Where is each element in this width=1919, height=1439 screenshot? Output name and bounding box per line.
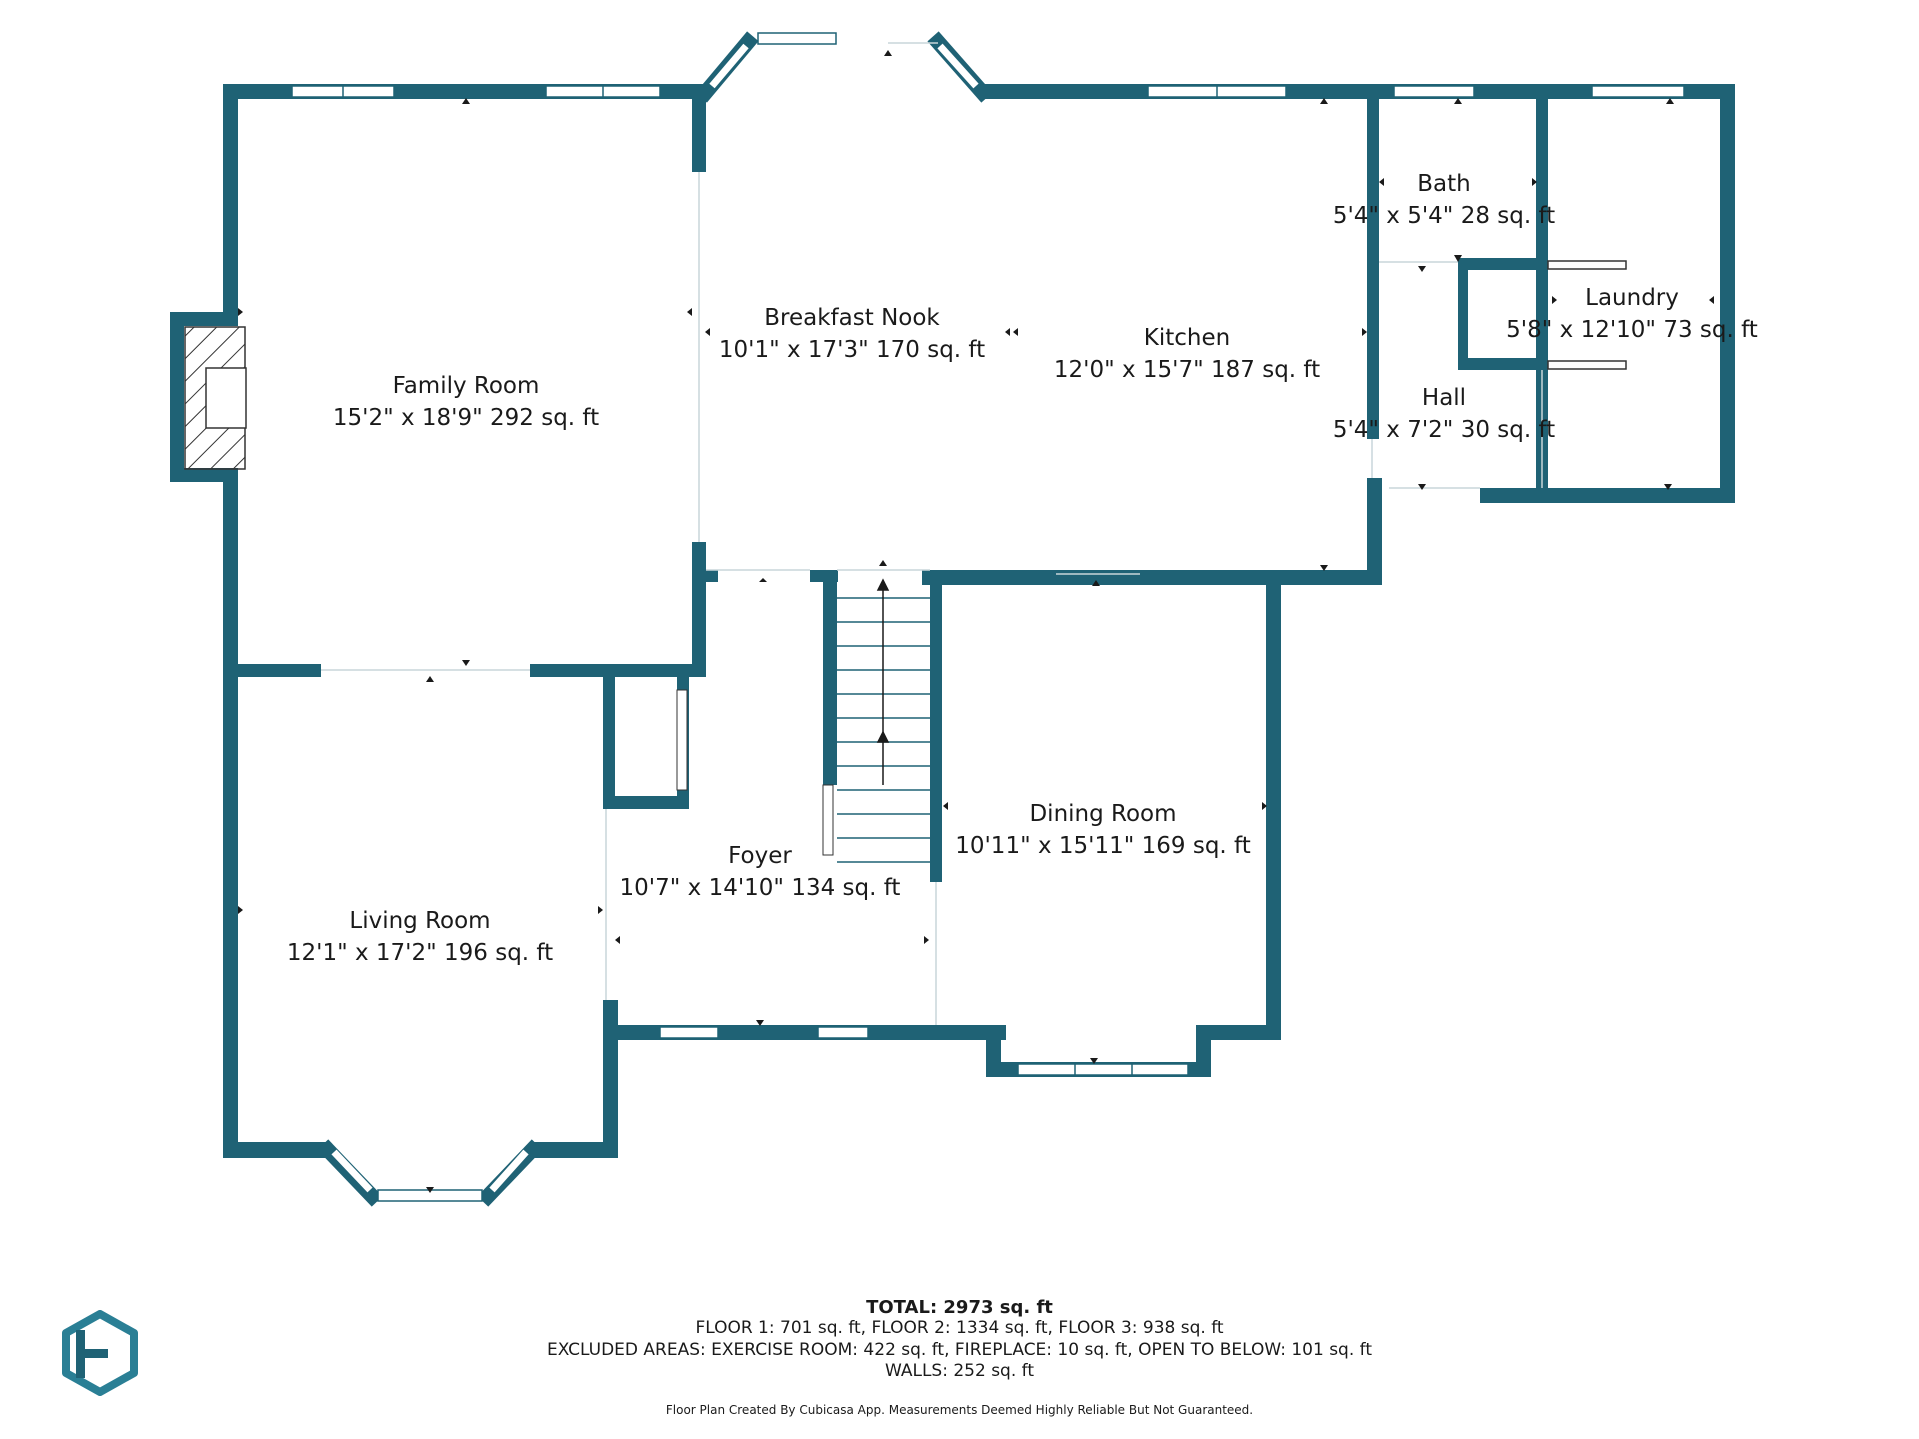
room-kitchen: Kitchen 12'0" x 15'7" 187 sq. ft	[1054, 325, 1320, 383]
room-breakfast-dims: 10'1" x 17'3" 170 sq. ft	[719, 337, 985, 363]
area-summary: TOTAL: 2973 sq. ft FLOOR 1: 701 sq. ft, …	[0, 1297, 1919, 1417]
room-breakfast-name: Breakfast Nook	[764, 305, 940, 331]
room-bath-dims: 5'4" x 5'4" 28 sq. ft	[1333, 203, 1555, 229]
room-laundry-dims: 5'8" x 12'10" 73 sq. ft	[1506, 317, 1758, 343]
room-family-name: Family Room	[393, 373, 540, 399]
windows	[291, 32, 1685, 1202]
room-living-dims: 12'1" x 17'2" 196 sq. ft	[287, 940, 553, 966]
closet-shelf	[676, 689, 688, 791]
window-sashes	[331, 43, 979, 1193]
room-living-name: Living Room	[349, 908, 490, 934]
dimension-ticks	[238, 50, 1714, 1193]
room-living: Living Room 12'1" x 17'2" 196 sq. ft	[287, 908, 553, 966]
open-boundaries	[321, 42, 1543, 1025]
laundry-door-panels	[1547, 260, 1627, 370]
room-laundry: Laundry 5'8" x 12'10" 73 sq. ft	[1506, 285, 1758, 343]
excluded-areas: EXCLUDED AREAS: EXERCISE ROOM: 422 sq. f…	[547, 1339, 1372, 1360]
room-dining-dims: 10'11" x 15'11" 169 sq. ft	[955, 833, 1251, 859]
bay-walls	[317, 31, 993, 1207]
room-hall-dims: 5'4" x 7'2" 30 sq. ft	[1333, 417, 1555, 443]
total-area: TOTAL: 2973 sq. ft	[866, 1297, 1053, 1318]
room-hall-name: Hall	[1422, 385, 1466, 411]
floor-areas: FLOOR 1: 701 sq. ft, FLOOR 2: 1334 sq. f…	[695, 1318, 1224, 1338]
stair-rail	[822, 784, 834, 856]
room-laundry-name: Laundry	[1585, 285, 1679, 311]
room-dining: Dining Room 10'11" x 15'11" 169 sq. ft	[955, 801, 1251, 859]
house-h-logo-icon	[62, 1310, 138, 1396]
room-foyer-name: Foyer	[728, 843, 792, 869]
room-dining-name: Dining Room	[1029, 801, 1176, 827]
room-family: Family Room 15'2" x 18'9" 292 sq. ft	[333, 373, 599, 431]
room-bath: Bath 5'4" x 5'4" 28 sq. ft	[1333, 171, 1555, 229]
room-hall: Hall 5'4" x 7'2" 30 sq. ft	[1333, 385, 1555, 443]
room-breakfast: Breakfast Nook 10'1" x 17'3" 170 sq. ft	[719, 305, 985, 363]
walls	[170, 84, 1735, 1158]
room-kitchen-dims: 12'0" x 15'7" 187 sq. ft	[1054, 357, 1320, 383]
room-family-dims: 15'2" x 18'9" 292 sq. ft	[333, 405, 599, 431]
walls-area: WALLS: 252 sq. ft	[884, 1361, 1035, 1381]
room-kitchen-name: Kitchen	[1144, 325, 1230, 351]
room-bath-name: Bath	[1417, 171, 1470, 197]
credit-note: Floor Plan Created By Cubicasa App. Meas…	[665, 1402, 1254, 1417]
room-foyer: Foyer 10'7" x 14'10" 134 sq. ft	[620, 843, 901, 901]
room-foyer-dims: 10'7" x 14'10" 134 sq. ft	[620, 875, 901, 901]
fireplace	[184, 326, 247, 470]
stair-arrow	[876, 578, 890, 785]
